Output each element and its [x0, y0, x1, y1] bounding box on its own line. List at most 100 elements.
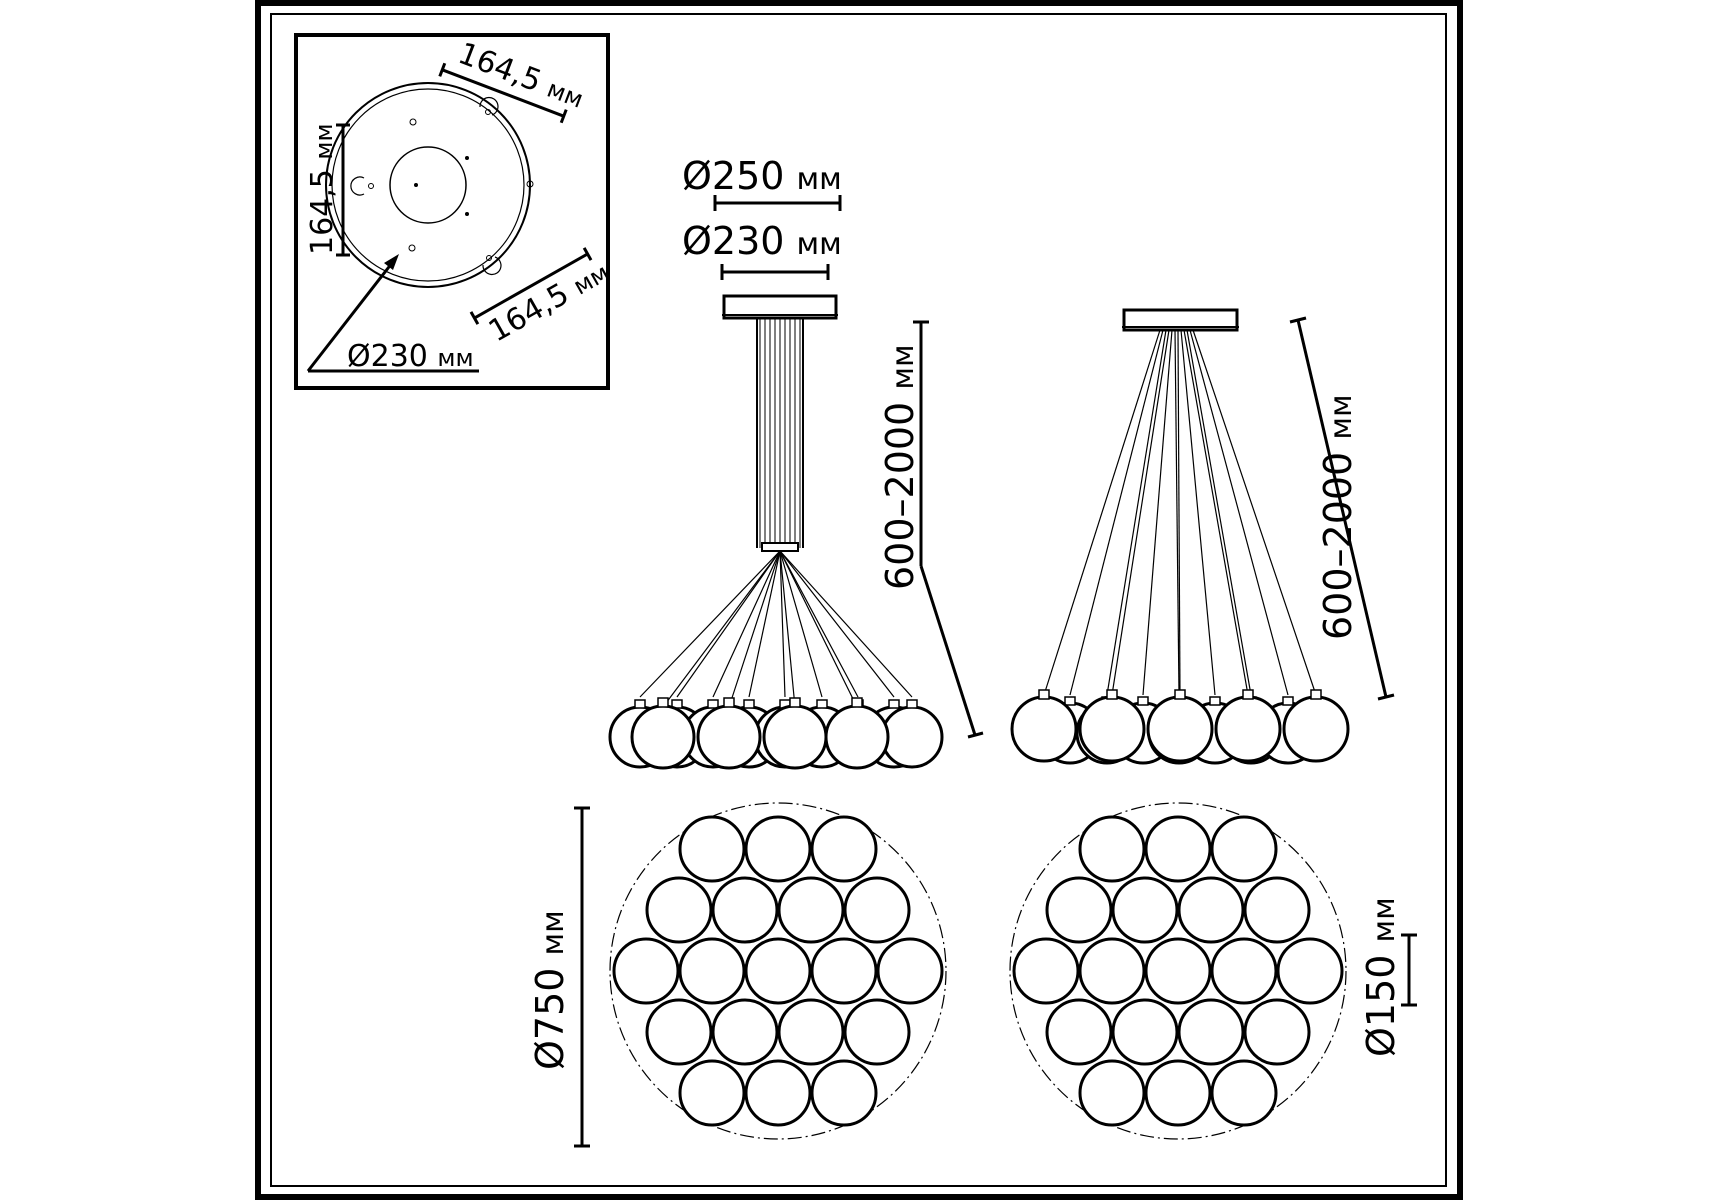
globe-top	[612, 937, 680, 1005]
globe-shade	[880, 705, 944, 769]
globe-top	[843, 876, 911, 944]
hanging-cord	[1186, 329, 1252, 696]
inset-diameter-unit: мм	[437, 344, 473, 372]
canopy-inner-value: Ø230 мм	[682, 219, 842, 263]
hanging-cord	[728, 550, 781, 708]
canopy-inner-diameter: Ø230	[682, 219, 784, 263]
side-view-spread	[1010, 308, 1350, 765]
globe-top	[711, 998, 779, 1066]
globe-shade	[1214, 695, 1282, 763]
globe-diameter-dimension: Ø150 мм	[1359, 897, 1417, 1057]
canopy-outer-unit: мм	[797, 162, 842, 197]
globe-top	[1144, 1059, 1212, 1127]
globe-shade	[630, 704, 696, 770]
globe-diameter-value: Ø150	[1359, 955, 1403, 1057]
globe-diameter-unit: мм	[1367, 897, 1402, 942]
hanging-cord	[779, 550, 859, 698]
globe-top	[1144, 937, 1212, 1005]
hanging-cord	[779, 550, 913, 698]
height-dimension-right: 600–2000 мм	[1289, 316, 1395, 701]
globe-socket	[789, 697, 801, 708]
globe-socket	[906, 699, 918, 709]
hanging-cord	[639, 550, 781, 698]
globe-socket	[1282, 696, 1294, 706]
globe-top	[744, 1059, 812, 1127]
globe-top	[645, 998, 713, 1066]
side-view-gathered	[608, 294, 944, 770]
globe-top	[1045, 876, 1113, 944]
top-view-left	[609, 802, 947, 1140]
globe-top	[777, 876, 845, 944]
globe-top	[810, 937, 878, 1005]
globe-top	[645, 876, 713, 944]
globe-top	[1078, 815, 1146, 883]
globe-top	[678, 937, 746, 1005]
inset-left-unit: мм	[310, 123, 338, 159]
height-right-value: 600–2000 мм	[1316, 394, 1360, 640]
globe-top	[1045, 998, 1113, 1066]
globe-top	[810, 815, 878, 883]
globe-top	[1144, 815, 1212, 883]
inset-diameter: Ø230	[347, 339, 428, 374]
globe-top	[1276, 937, 1344, 1005]
canopy-outer-diameter: Ø250	[682, 154, 784, 198]
globe-top	[744, 815, 812, 883]
globe-socket	[1064, 696, 1076, 706]
height-right-unit: мм	[1324, 394, 1359, 439]
globe-top	[678, 815, 746, 883]
hanging-cord	[1174, 329, 1180, 696]
height-dimension-left: 600–2000 мм	[878, 320, 984, 739]
hanging-cord	[712, 550, 781, 698]
globe-top	[1078, 937, 1146, 1005]
globe-top	[1243, 998, 1311, 1066]
globe-top	[777, 998, 845, 1066]
hanging-cord	[1111, 329, 1170, 696]
canopy-dimensions: Ø250 мм Ø230 мм	[682, 154, 842, 280]
globe-top	[843, 998, 911, 1066]
globe-top	[1012, 937, 1080, 1005]
hanging-cord	[779, 550, 858, 708]
globe-top	[1177, 998, 1245, 1066]
drawing-frame	[255, 0, 1463, 1200]
globe-shade	[1146, 695, 1214, 763]
inset-diameter-value: Ø230 мм	[347, 339, 474, 374]
height-left-value: 600–2000 мм	[878, 344, 922, 590]
globe-socket	[1310, 689, 1322, 700]
hanging-cord	[1189, 329, 1289, 696]
hanging-cord	[779, 550, 823, 698]
hanging-cord	[1106, 329, 1167, 696]
canopy-inner-unit: мм	[797, 227, 842, 262]
globe-socket	[707, 699, 719, 709]
hanging-cord	[1142, 329, 1173, 696]
overall-diameter-value: Ø750	[528, 968, 572, 1070]
globe-socket	[1209, 696, 1221, 706]
globe-shade	[1010, 695, 1078, 763]
globe-socket	[1038, 689, 1050, 700]
globe-shade	[824, 704, 890, 770]
globe-top	[711, 876, 779, 944]
globe-socket	[816, 699, 828, 709]
inset-left-dim: 164,5	[305, 169, 340, 255]
globe-top	[1210, 815, 1278, 883]
overall-diameter-text: Ø750 мм	[528, 910, 572, 1070]
overall-diameter-unit: мм	[536, 910, 571, 955]
globe-top	[1111, 876, 1179, 944]
globe-top	[1243, 876, 1311, 944]
globe-socket	[634, 699, 646, 709]
globe-top	[1177, 876, 1245, 944]
hanging-cord	[1192, 329, 1317, 696]
height-right-range: 600–2000	[1316, 452, 1360, 640]
globe-top	[810, 1059, 878, 1127]
globe-top	[678, 1059, 746, 1127]
hanging-cord	[779, 550, 796, 708]
hanging-cord	[662, 550, 781, 708]
globe-socket	[1242, 689, 1254, 700]
hanging-cord	[779, 550, 895, 698]
hanging-cord	[1180, 329, 1216, 696]
globe-diameter-text: Ø150 мм	[1359, 897, 1403, 1057]
globe-top	[1111, 998, 1179, 1066]
globe-shade	[1078, 695, 1146, 763]
globe-socket	[851, 697, 863, 708]
top-view-right	[1009, 802, 1347, 1140]
globe-top	[1210, 937, 1278, 1005]
